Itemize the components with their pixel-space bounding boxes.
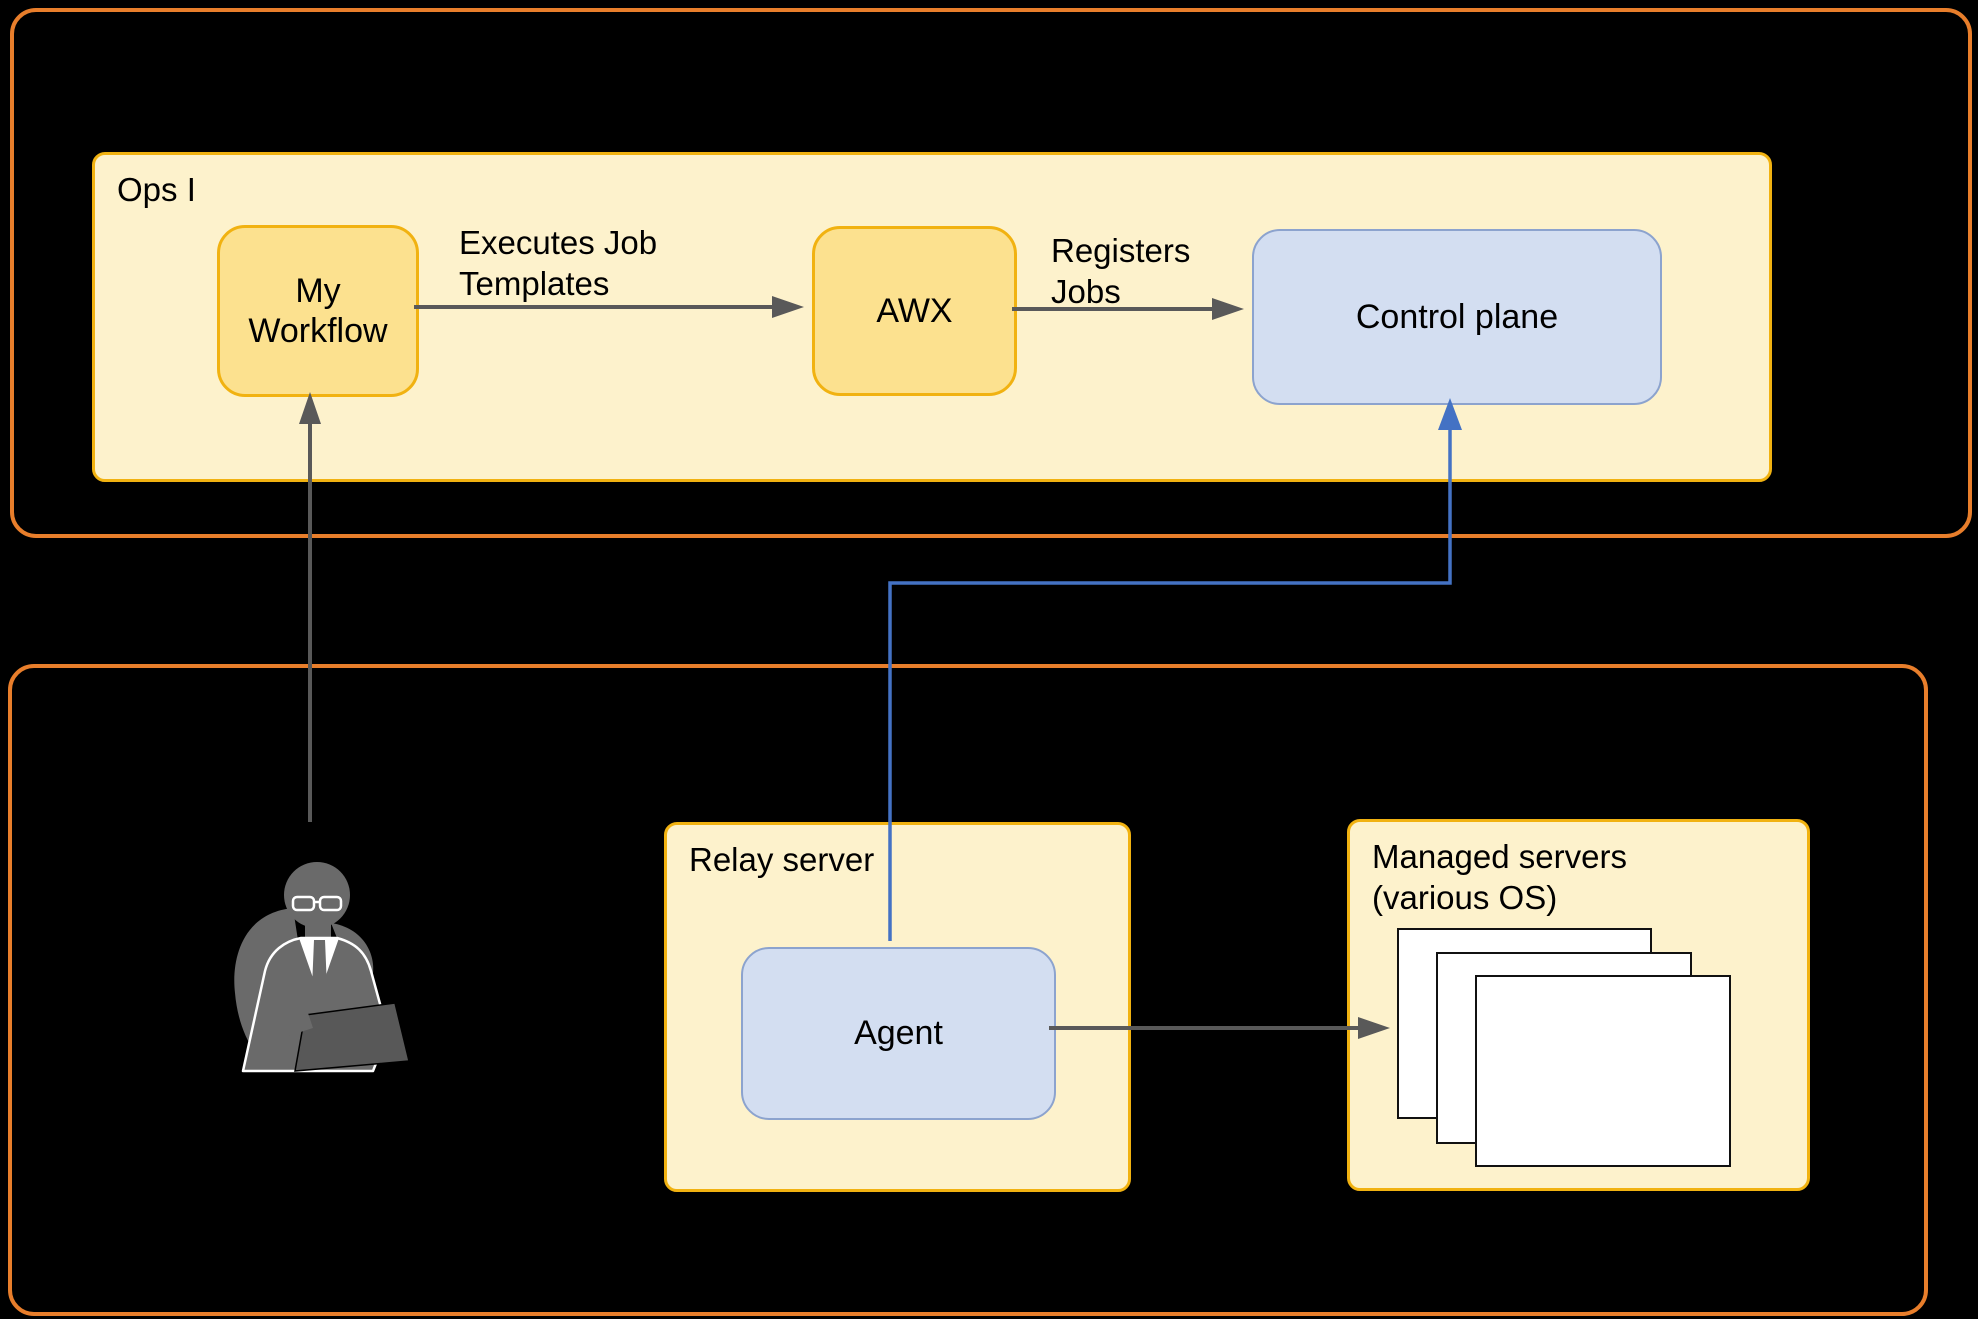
ops-group-box: Ops I My Workflow AWX Control plane Exec… bbox=[92, 152, 1772, 482]
edge-label-registers-jobs: Registers Jobs bbox=[1051, 232, 1191, 310]
node-agent: Agent bbox=[741, 947, 1056, 1120]
relay-server-group-label: Relay server bbox=[689, 841, 875, 878]
node-agent-label: Agent bbox=[854, 1014, 943, 1053]
relay-server-group-box: Relay server Agent bbox=[664, 822, 1131, 1192]
node-control-plane-label: Control plane bbox=[1355, 297, 1559, 336]
node-my-workflow: My Workflow bbox=[217, 225, 419, 397]
managed-servers-group-box: Managed servers (various OS) bbox=[1347, 819, 1810, 1191]
ops-group-label: Ops I bbox=[117, 171, 196, 208]
server-page-front bbox=[1475, 975, 1731, 1167]
node-awx: AWX bbox=[812, 226, 1017, 396]
person-icon bbox=[234, 862, 410, 1073]
node-my-workflow-label: My Workflow bbox=[248, 271, 388, 350]
ops-environment-container: Ops I My Workflow AWX Control plane Exec… bbox=[10, 8, 1972, 538]
managed-servers-group-label: Managed servers (various OS) bbox=[1372, 838, 1627, 917]
node-control-plane: Control plane bbox=[1252, 229, 1662, 405]
edge-label-executes-job-templates: Executes Job Templates bbox=[459, 224, 658, 302]
node-awx-label: AWX bbox=[876, 291, 953, 330]
